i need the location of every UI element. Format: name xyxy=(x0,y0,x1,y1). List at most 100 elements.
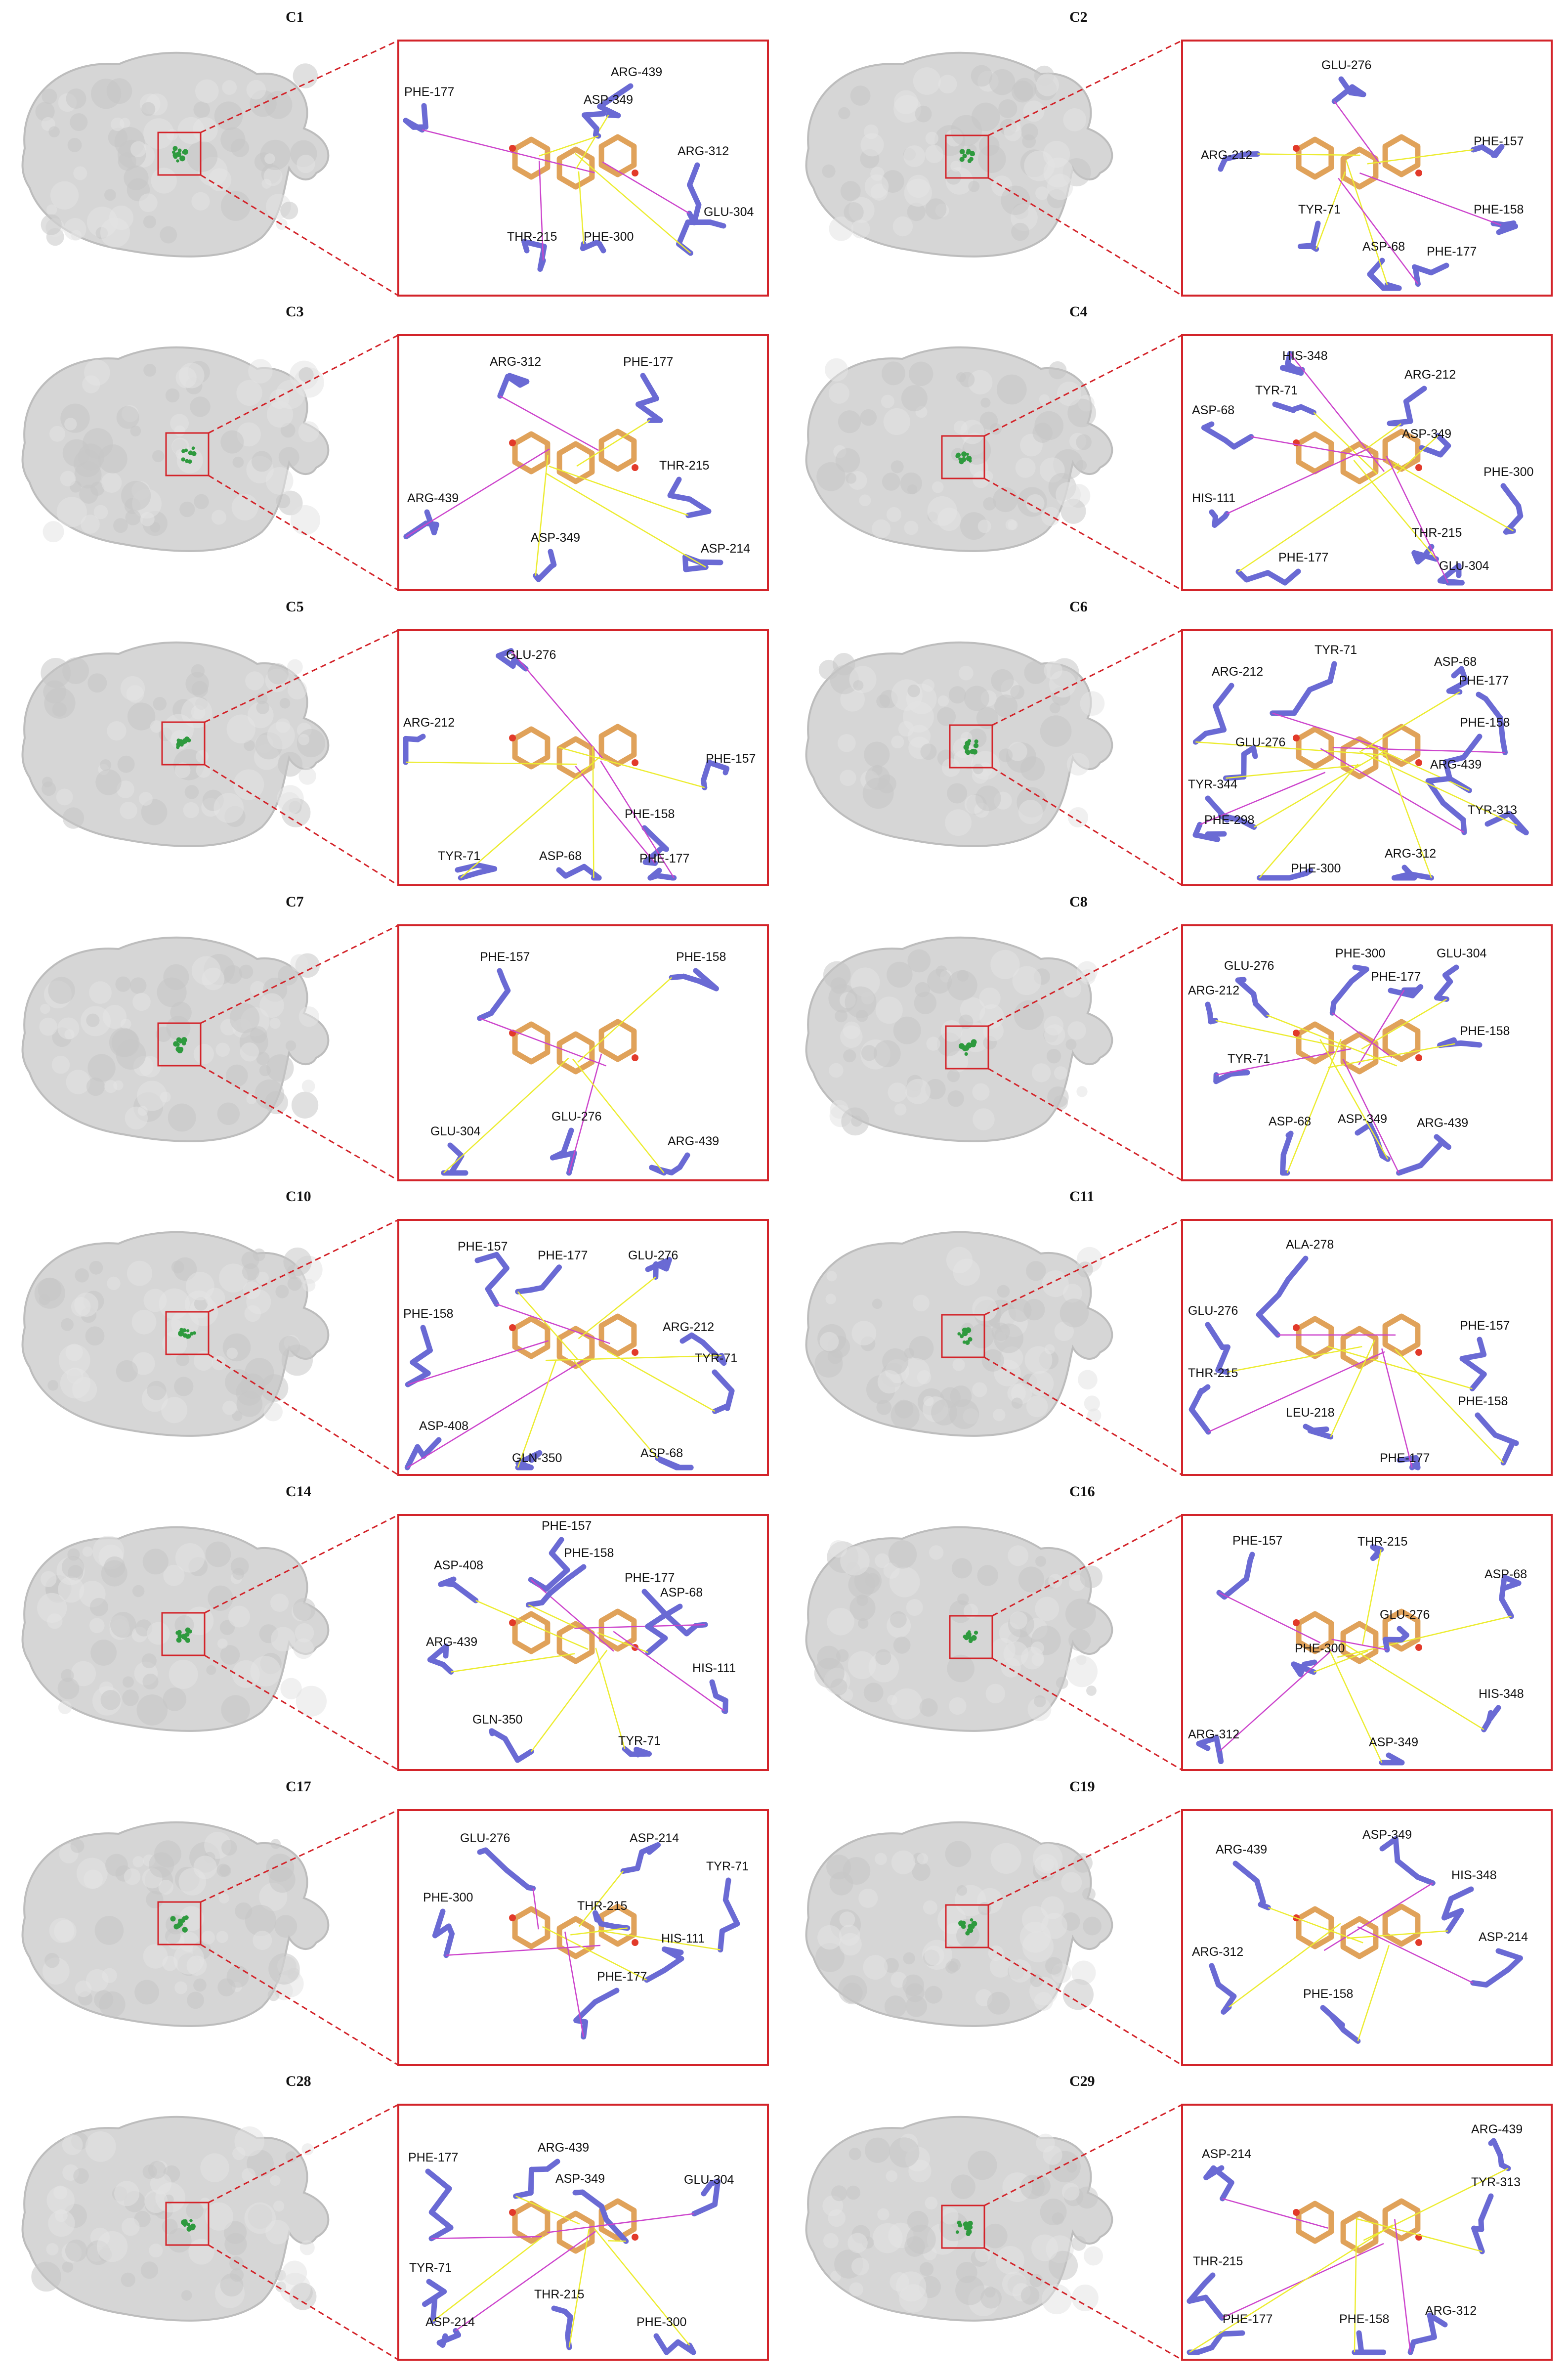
residue-stick xyxy=(432,1908,455,1958)
residue-label: TYR-71 xyxy=(438,849,481,863)
ligand xyxy=(509,724,639,779)
residue-label: ASP-214 xyxy=(701,542,751,556)
protein-surface xyxy=(21,1526,330,1732)
panel-title: C7 xyxy=(286,894,304,910)
residue-stick xyxy=(709,1679,728,1714)
interaction-line xyxy=(1195,741,1387,756)
detail-box xyxy=(1181,1809,1553,2066)
residue-label: ASP-349 xyxy=(1338,1112,1388,1126)
residue-stick xyxy=(1205,1322,1230,1375)
panel-graphic xyxy=(805,629,1553,886)
interaction-line xyxy=(538,161,544,260)
residue-stick xyxy=(1192,821,1227,842)
panel-title: C8 xyxy=(1069,894,1088,910)
residue-stick xyxy=(1387,386,1427,427)
interaction-line xyxy=(496,1303,610,1344)
connector-line-bottom xyxy=(992,1657,1183,1771)
protein-surface xyxy=(21,641,330,847)
detail-box xyxy=(397,924,769,1181)
interaction-line xyxy=(570,1927,628,1936)
residue-label: ARG-312 xyxy=(490,355,542,369)
residue-stick xyxy=(1379,1752,1405,1766)
interaction-line xyxy=(1330,1340,1376,1437)
residue-label: ARG-439 xyxy=(426,1635,478,1649)
ligand xyxy=(509,429,639,484)
residue-stick xyxy=(1352,2330,1387,2355)
interaction-line xyxy=(517,1360,557,1468)
residue-stick xyxy=(521,239,547,272)
residue-label: ASP-349 xyxy=(531,531,581,545)
interaction-line xyxy=(602,161,690,214)
interaction-line xyxy=(574,153,691,254)
ligand xyxy=(509,134,639,190)
residue-stick xyxy=(691,2178,721,2217)
interaction-line xyxy=(528,1604,579,1629)
residue-label: PHE-300 xyxy=(636,2315,687,2329)
interaction-line xyxy=(1266,1014,1397,1067)
residue-stick xyxy=(712,1369,735,1414)
binding-site-marker xyxy=(157,1901,202,1946)
residue-label: ARG-212 xyxy=(1188,984,1240,997)
panel-title: C4 xyxy=(1069,303,1088,320)
residue-label: TYR-71 xyxy=(706,1859,749,1873)
interaction-line xyxy=(1342,1058,1399,1173)
residue-stick xyxy=(1187,2330,1245,2355)
residue-label: GLU-276 xyxy=(1321,58,1372,72)
residue-stick xyxy=(644,1946,684,1983)
interaction-line xyxy=(1313,412,1378,475)
residue-stick xyxy=(622,1746,652,1758)
residue-stick xyxy=(515,1450,543,1470)
residue-label: PHE-177 xyxy=(625,1571,675,1585)
interaction-line xyxy=(1367,149,1474,165)
residue-label: GLN-350 xyxy=(512,1451,562,1465)
residue-label: ASP-349 xyxy=(1402,427,1452,441)
residue-stick xyxy=(1446,666,1469,695)
residue-label: ARG-439 xyxy=(1471,2122,1523,2136)
residue-stick xyxy=(474,1252,509,1307)
residue-stick xyxy=(1484,811,1529,835)
interaction-line xyxy=(510,650,603,759)
interaction-line xyxy=(1289,353,1385,472)
residue-stick xyxy=(1196,1735,1224,1764)
detail-box xyxy=(397,2104,769,2361)
residue-label: GLN-350 xyxy=(472,1713,523,1727)
interaction-line xyxy=(542,1926,647,1981)
residue-stick xyxy=(700,760,730,790)
residue-label: ARG-212 xyxy=(1212,665,1264,679)
panel-title: C11 xyxy=(1069,1188,1095,1205)
residue-label: THR-215 xyxy=(1412,526,1462,540)
residue-stick xyxy=(1437,563,1465,586)
interaction-line xyxy=(517,1291,579,1361)
residue-stick xyxy=(1470,1948,1523,1988)
binding-site-marker xyxy=(945,1904,989,1948)
connector-line-bottom xyxy=(984,1356,1183,1476)
residue-stick xyxy=(1235,977,1270,1018)
interaction-line xyxy=(530,1579,614,1652)
interaction-line xyxy=(600,760,675,878)
interaction-line xyxy=(1356,2218,1483,2252)
residue-label: PHE-300 xyxy=(423,1891,473,1904)
connector-line-bottom xyxy=(988,1946,1183,2066)
residue-label: ARG-439 xyxy=(1417,1116,1469,1130)
interaction-line xyxy=(515,2195,580,2225)
residue-label: ASP-68 xyxy=(1484,1567,1527,1581)
residue-stick xyxy=(1279,350,1305,376)
residue-label: ASP-408 xyxy=(419,1419,469,1433)
residue-label: PHE-177 xyxy=(1278,551,1329,564)
residue-stick xyxy=(593,1910,631,1931)
residue-label: ASP-68 xyxy=(640,1446,683,1460)
residue-stick xyxy=(1434,964,1459,1002)
panel-title: C6 xyxy=(1069,599,1088,615)
residue-stick xyxy=(1407,2312,1448,2355)
residue-stick xyxy=(580,240,606,254)
residue-stick xyxy=(1303,1424,1334,1440)
detail-box xyxy=(1181,2104,1553,2361)
interaction-line xyxy=(1314,1650,1368,1673)
residue-label: TYR-71 xyxy=(695,1351,738,1365)
residue-label: ASP-349 xyxy=(584,93,634,107)
residue-label: PHE-158 xyxy=(625,807,675,821)
panel-graphic xyxy=(21,40,769,297)
residue-label: PHE-177 xyxy=(597,1970,647,1984)
